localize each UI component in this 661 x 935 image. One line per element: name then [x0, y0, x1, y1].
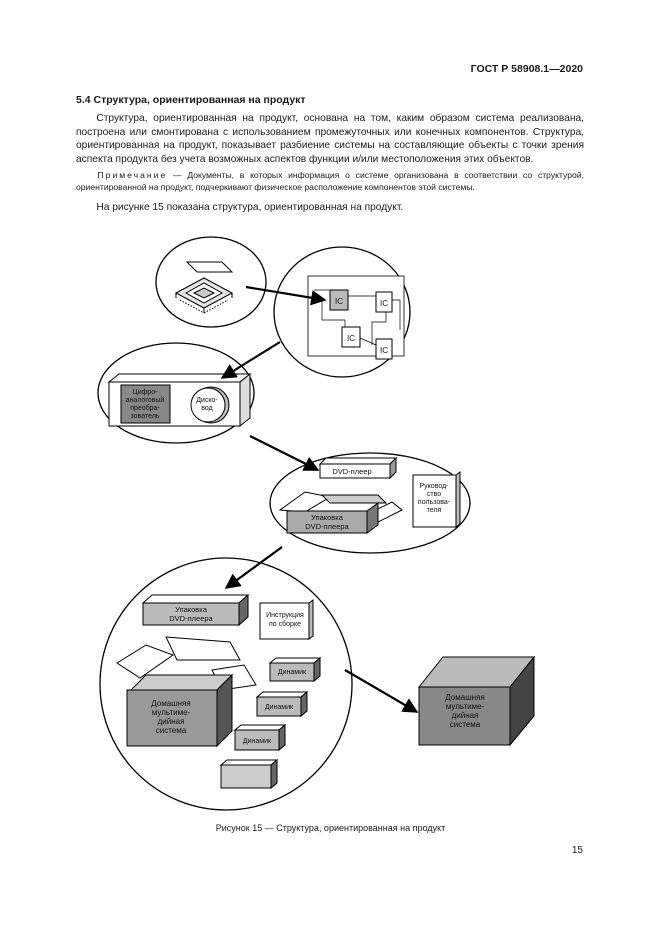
- svg-text:преобра-: преобра-: [130, 404, 160, 412]
- ic-circle: IC IC IC IC: [273, 246, 411, 378]
- note: Примечание — Документы, в которых информ…: [76, 170, 584, 193]
- svg-text:мультиме-: мультиме-: [152, 708, 191, 717]
- dvd-player-circle: DVD-плеер Упаковка DVD-плеера Руковод- с…: [269, 452, 471, 554]
- chip-circle: [155, 236, 267, 328]
- section-title: 5.4 Структура, ориентированная на продук…: [76, 94, 306, 106]
- svg-text:Цифро-: Цифро-: [133, 389, 159, 396]
- home-system-label: Домашняя: [445, 693, 484, 702]
- svg-text:дийная: дийная: [158, 717, 185, 726]
- svg-text:теля: теля: [427, 507, 442, 514]
- paragraph-1: Структура, ориентированная на продукт, о…: [76, 112, 584, 166]
- ic-label: IC: [347, 334, 355, 343]
- disk-drive-label: Диско-: [196, 397, 218, 404]
- home-system-label: дийная: [452, 711, 479, 720]
- user-manual-label: Руковод- ство пользова- теля: [418, 483, 451, 514]
- dvd-player-label: DVD-плеер: [332, 467, 371, 476]
- svg-text:зователь: зователь: [131, 413, 160, 420]
- svg-text:Домашняя: Домашняя: [151, 699, 190, 708]
- ic-label: IC: [380, 299, 388, 308]
- svg-text:Руковод-: Руковод-: [420, 483, 450, 490]
- paragraph-2: На рисунке 15 показана структура, ориент…: [76, 201, 584, 215]
- home-system-box: Домашняя мультиме- дийная система: [417, 655, 536, 747]
- arrow: [220, 341, 281, 379]
- dvd-package-label: Упаковка: [175, 605, 208, 614]
- svg-text:ство: ство: [427, 491, 441, 498]
- dvd-package-label: Упаковка: [311, 513, 344, 522]
- dvd-package-label: DVD-плеера: [169, 614, 213, 623]
- speaker-label: Динамик: [243, 738, 272, 745]
- arrow: [245, 285, 327, 306]
- speaker-label: Динамик: [265, 704, 294, 711]
- figure-caption: Рисунок 15 — Структура, ориентированная …: [215, 823, 446, 833]
- assembly-instruction-label: по сборке: [269, 620, 301, 628]
- speaker-label: Динамик: [278, 669, 307, 676]
- page-number: 15: [571, 845, 583, 856]
- arrow: [344, 669, 419, 713]
- note-lead: Примечание: [97, 170, 168, 180]
- svg-text:система: система: [156, 726, 187, 735]
- arrow: [224, 546, 283, 589]
- home-system-label: Домашняя мультиме- дийная система: [151, 699, 190, 735]
- arrows: [220, 285, 419, 713]
- home-system-label: система: [450, 720, 481, 729]
- assembly-instruction-label: Инструкция: [266, 612, 304, 619]
- dvd-package-label: DVD-плеера: [305, 522, 349, 531]
- board-circle: Цифро- аналоговый преобра- зователь Диск…: [97, 342, 255, 444]
- paragraph-2-text: На рисунке 15 показана структура, ориент…: [96, 202, 404, 213]
- ic-label: IC: [335, 297, 343, 306]
- chip-icon: [174, 261, 234, 314]
- home-system-circle: Упаковка DVD-плеера Инструкция по сборке…: [99, 557, 353, 811]
- dac-label: Цифро- аналоговый преобра- зователь: [126, 389, 165, 420]
- arrow: [249, 435, 320, 471]
- paragraph-1-text: Структура, ориентированная на продукт, о…: [76, 113, 584, 165]
- svg-text:аналоговый: аналоговый: [126, 396, 165, 404]
- document-header: ГОСТ Р 58908.1—2020: [470, 63, 583, 75]
- figure-15: IC IC IC IC Цифро- аналоговый преобра- з…: [97, 236, 536, 811]
- ic-label: IC: [380, 346, 388, 355]
- disk-drive-label: вод: [201, 405, 212, 412]
- note-text: — Документы, в которых информация о сист…: [76, 170, 584, 192]
- svg-text:пользова-: пользова-: [418, 499, 451, 506]
- home-system-label: мультиме-: [446, 702, 485, 711]
